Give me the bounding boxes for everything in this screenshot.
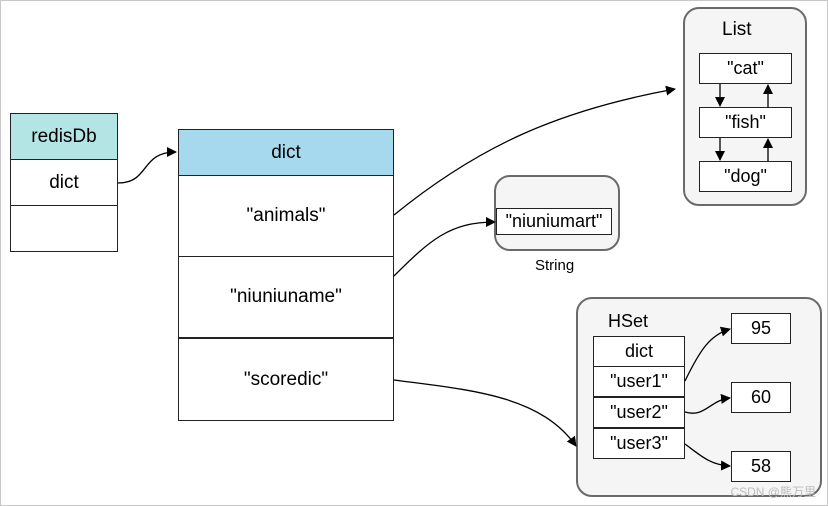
arrow-redisdb-to-dict [117,147,177,184]
hset-title: HSet [608,311,649,331]
hset-value-60: 60 [731,382,791,413]
arrow-animals-to-list [393,85,676,216]
dict-key-scoredic: "scoredic" [178,338,394,421]
hset-field-user3: "user3" [593,428,685,459]
list-item-cat: "cat" [699,53,792,84]
list-item-fish: "fish" [699,107,792,138]
list-item-dog: "dog" [699,161,792,192]
hset-value-95: 95 [731,313,791,344]
arrow-niuniuname-to-string [393,217,496,277]
arrow-user1-to-95 [684,326,731,382]
hset-field-user2: "user2" [593,397,685,428]
string-label: String [535,257,575,274]
watermark: CSDN @熊万里 [730,485,816,499]
dict-key-animals: "animals" [178,175,394,257]
arrow-user3-to-58 [684,443,731,471]
hset-value-58: 58 [731,451,791,482]
arrow-scoredic-to-hset [393,379,577,447]
string-value: "niuniumart" [496,208,612,235]
hset-field-user1: "user1" [593,366,685,397]
redisdb-empty-cell [10,205,118,252]
list-title: List [722,19,752,40]
arrow-user2-to-60 [684,393,731,414]
dict-key-niuniuname: "niuniuname" [178,256,394,338]
